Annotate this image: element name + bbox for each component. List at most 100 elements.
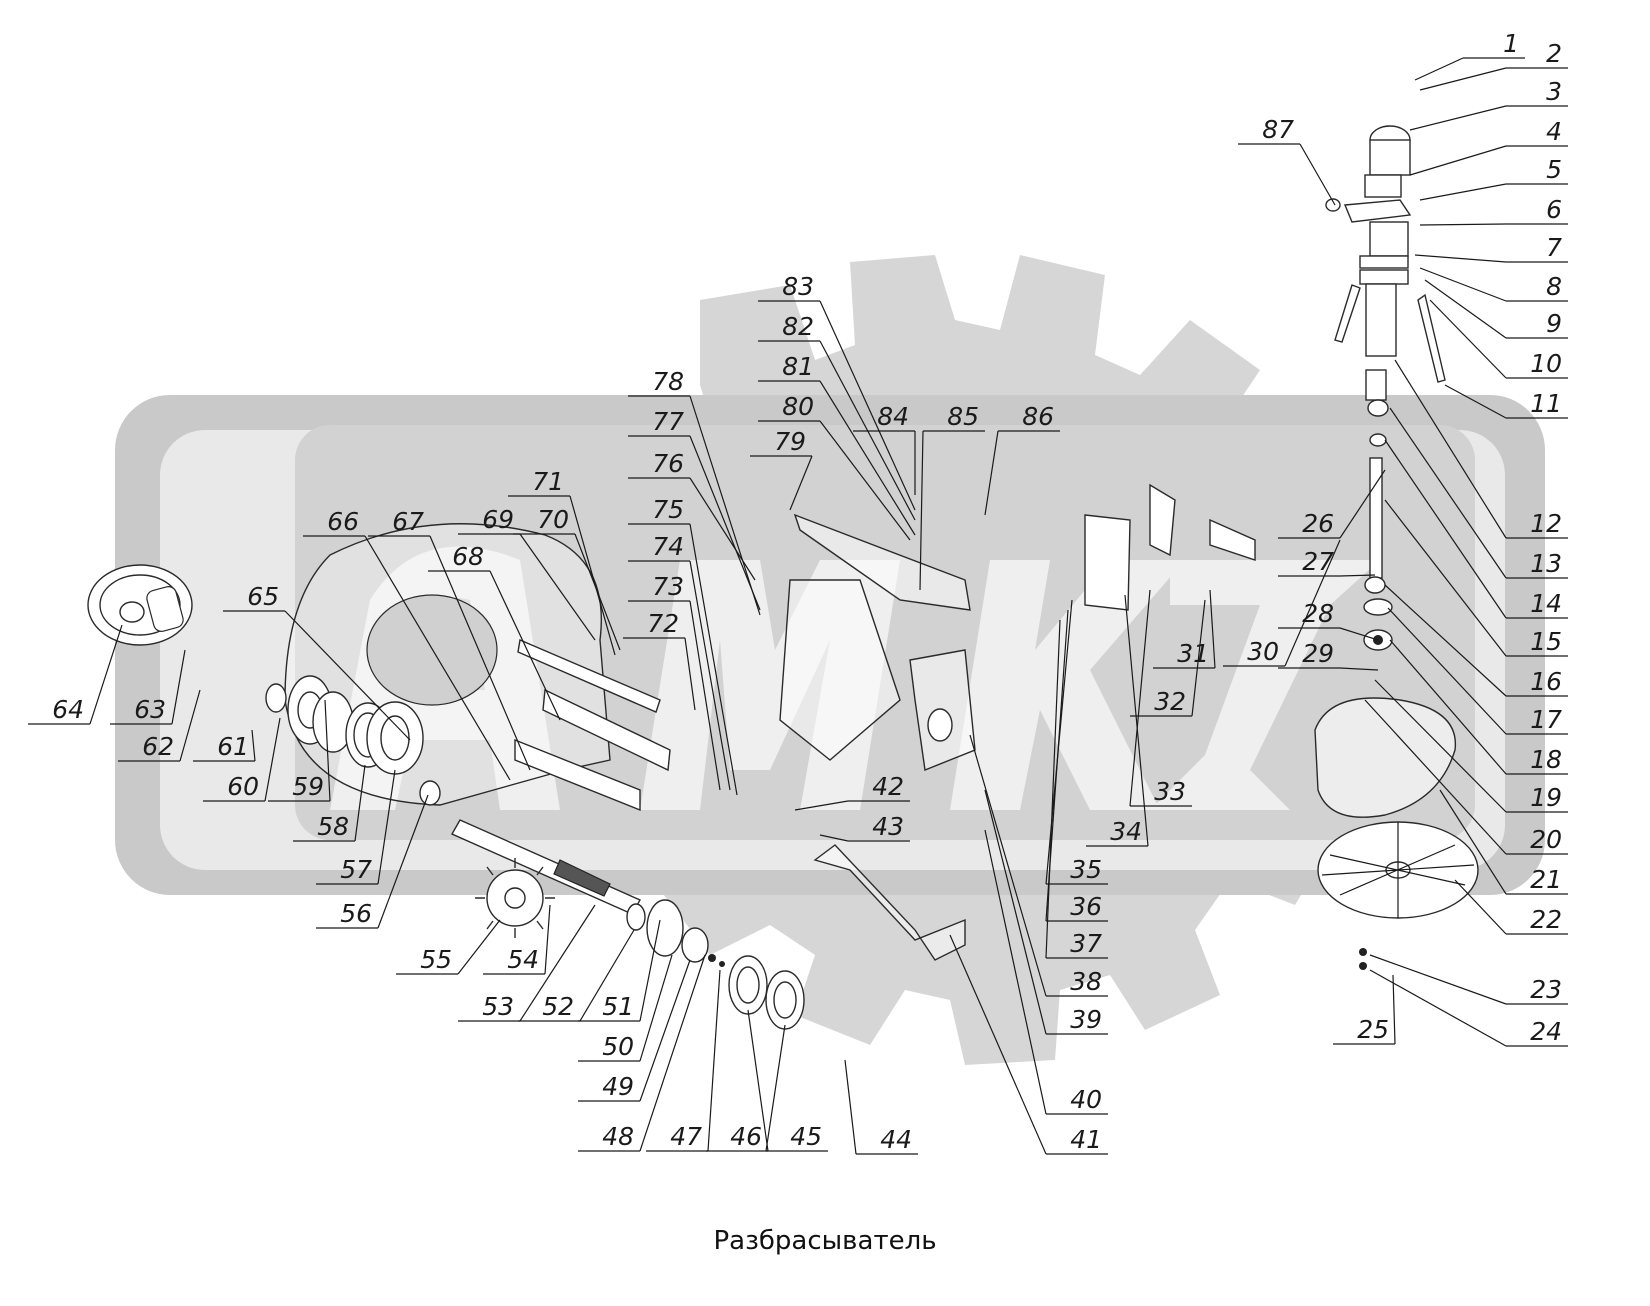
callout-68: 68 — [452, 542, 484, 571]
callout-leader-19 — [1374, 679, 1507, 813]
callout-leader-7 — [1414, 254, 1507, 263]
callout-leader-29 — [1339, 667, 1379, 671]
callout-leader-64 — [89, 624, 123, 725]
callout-leader-16 — [1384, 584, 1507, 697]
callout-13: 13 — [1530, 549, 1562, 578]
callout-leader-24 — [1369, 969, 1507, 1047]
callout-leader-12 — [1394, 359, 1507, 539]
flanges-45-52 — [626, 899, 805, 1030]
callout-leader-48 — [639, 954, 706, 1152]
callout-leader-8 — [1419, 267, 1507, 302]
callout-10: 10 — [1530, 349, 1562, 378]
callout-leader-62 — [179, 689, 201, 762]
callout-leader-83 — [819, 300, 916, 511]
callout-24: 24 — [1530, 1017, 1562, 1046]
callout-62: 62 — [142, 732, 174, 761]
callout-leader-14 — [1384, 439, 1507, 619]
callout-leader-lines — [28, 57, 1568, 1155]
spreader-disk-22 — [1317, 821, 1479, 919]
callout-64: 64 — [52, 695, 84, 724]
callout-leader-86 — [984, 430, 999, 516]
callout-73: 73 — [652, 572, 684, 601]
callout-81: 81 — [782, 352, 814, 381]
callout-20: 20 — [1530, 825, 1562, 854]
nut-87 — [1325, 198, 1341, 212]
callout-51: 51 — [602, 992, 634, 1021]
bearing-stack-56-60 — [265, 675, 441, 806]
callout-84: 84 — [877, 402, 909, 431]
callout-leader-75 — [689, 523, 738, 796]
callout-leader-77 — [689, 435, 761, 611]
callout-46: 46 — [730, 1122, 762, 1151]
callout-11: 11 — [1530, 389, 1562, 418]
callout-43: 43 — [872, 812, 904, 841]
callout-6: 6 — [1546, 195, 1562, 224]
callout-48: 48 — [602, 1122, 634, 1151]
callout-leader-60 — [264, 717, 281, 802]
callout-42: 42 — [872, 772, 904, 801]
callout-34: 34 — [1110, 817, 1142, 846]
callout-leader-68 — [489, 570, 561, 721]
callout-leader-85 — [919, 430, 924, 591]
callout-leader-37 — [1045, 619, 1061, 959]
callout-leader-34 — [1124, 594, 1149, 847]
callout-leader-40 — [984, 829, 1047, 1115]
callout-8: 8 — [1546, 272, 1562, 301]
callout-69: 69 — [482, 505, 514, 534]
callout-40: 40 — [1070, 1085, 1102, 1114]
callout-5: 5 — [1546, 155, 1562, 184]
callout-25: 25 — [1357, 1015, 1389, 1044]
callout-85: 85 — [947, 402, 979, 431]
watermark-logo — [115, 255, 1545, 1065]
callout-leader-73 — [689, 600, 721, 791]
callout-2: 2 — [1546, 39, 1562, 68]
callout-38: 38 — [1070, 967, 1102, 996]
watermark-letter-4 — [1150, 560, 1380, 810]
sprocket-55 — [475, 858, 555, 938]
callout-leader-72 — [684, 637, 696, 711]
callout-22: 22 — [1530, 905, 1562, 934]
callout-leader-6 — [1419, 223, 1507, 226]
callout-leader-18 — [1389, 639, 1507, 775]
callout-55: 55 — [420, 945, 452, 974]
callout-72: 72 — [647, 609, 679, 638]
bracket-33-34 — [1084, 483, 1256, 611]
callout-leader-30 — [1284, 539, 1341, 667]
callout-leader-9 — [1424, 279, 1507, 339]
callout-leader-59 — [324, 699, 331, 802]
callout-leader-23 — [1369, 954, 1507, 1005]
callout-leader-78 — [689, 395, 761, 616]
callout-49: 49 — [602, 1072, 634, 1101]
callout-52: 52 — [542, 992, 574, 1021]
callout-leader-58 — [354, 764, 366, 842]
callout-41: 41 — [1070, 1125, 1102, 1154]
callout-leader-51 — [639, 919, 661, 1022]
upper-column-assembly — [1334, 125, 1446, 579]
blades-68-70 — [514, 639, 671, 812]
callout-leader-47 — [707, 969, 721, 1152]
callout-leader-76 — [689, 477, 756, 581]
watermark-letter-3 — [950, 560, 1185, 810]
callout-1: 1 — [1503, 29, 1519, 58]
callout-65: 65 — [247, 582, 279, 611]
callout-66: 66 — [327, 507, 359, 536]
callout-87: 87 — [1262, 115, 1294, 144]
callout-7: 7 — [1546, 233, 1562, 262]
callout-28: 28 — [1302, 599, 1334, 628]
frame-plate-assembly — [779, 513, 976, 771]
callout-32: 32 — [1154, 687, 1186, 716]
callout-leader-15 — [1384, 499, 1507, 657]
callout-leader-3 — [1409, 105, 1507, 131]
callout-50: 50 — [602, 1032, 634, 1061]
callout-leader-50 — [639, 954, 673, 1062]
callout-39: 39 — [1070, 1005, 1102, 1034]
callout-77: 77 — [652, 407, 684, 436]
callout-16: 16 — [1530, 667, 1562, 696]
callout-leader-53 — [519, 904, 596, 1022]
callout-leader-13 — [1389, 407, 1507, 579]
callout-leader-63 — [171, 649, 186, 725]
pulley-64 — [87, 564, 193, 646]
callout-53: 53 — [482, 992, 514, 1021]
